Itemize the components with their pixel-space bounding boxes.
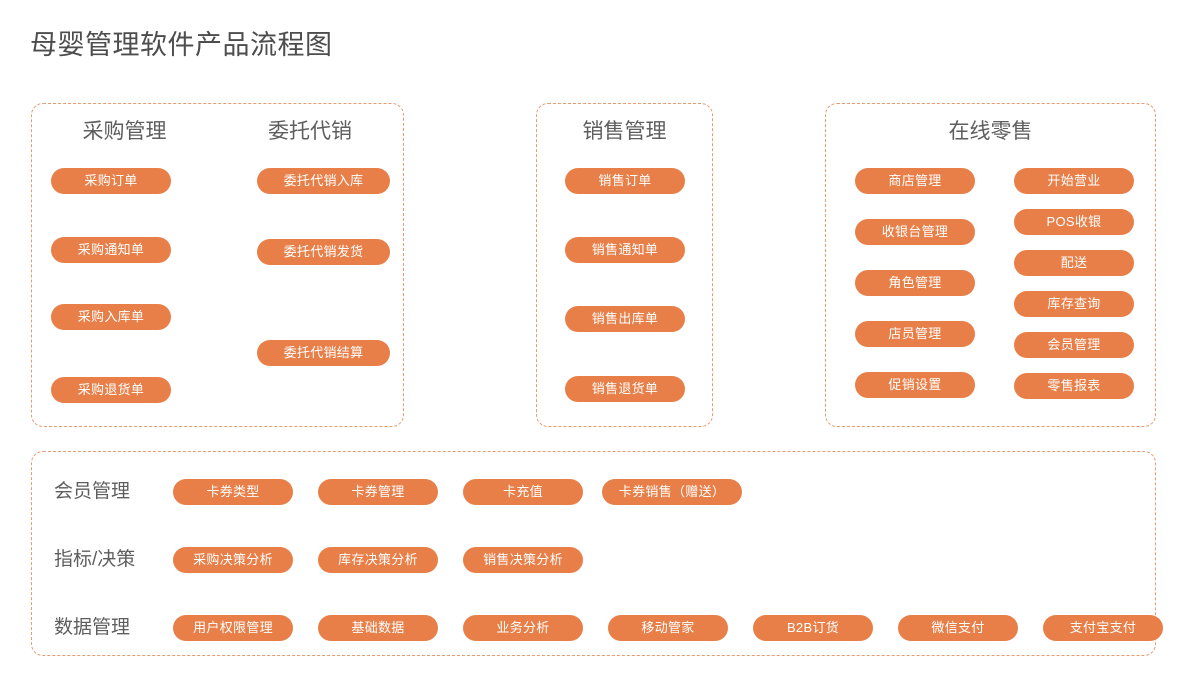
pill-sales-outbound[interactable]: 销售出库单 [565, 306, 685, 332]
pill-purchase-decision-analysis[interactable]: 采购决策分析 [173, 547, 293, 573]
pill-purchase-order[interactable]: 采购订单 [51, 168, 171, 194]
pill-member-management-retail[interactable]: 会员管理 [1014, 332, 1134, 358]
platform-panel: 会员管理 卡券类型 卡券管理 卡充值 卡券销售（赠送） 指标/决策 采购决策分析… [31, 451, 1163, 656]
row-label-member-management: 会员管理 [54, 481, 131, 502]
column-header-sales: 销售管理 [582, 120, 667, 143]
pill-sales-notice[interactable]: 销售通知单 [565, 237, 685, 263]
pill-role-management[interactable]: 角色管理 [855, 270, 975, 296]
sales-panel: 销售管理 销售订单 销售通知单 销售出库单 销售退货单 [536, 103, 713, 427]
row-label-data-management: 数据管理 [54, 617, 131, 638]
page-title: 母婴管理软件产品流程图 [30, 30, 333, 60]
pill-business-analysis[interactable]: 业务分析 [463, 615, 583, 641]
pill-b2b-ordering[interactable]: B2B订货 [753, 615, 873, 641]
pill-card-sale-gift[interactable]: 卡券销售（赠送） [602, 479, 742, 505]
pill-retail-report[interactable]: 零售报表 [1014, 373, 1134, 399]
pill-purchase-return[interactable]: 采购退货单 [51, 377, 171, 403]
pill-consignment-settlement[interactable]: 委托代销结算 [257, 340, 390, 366]
pill-user-permission-management[interactable]: 用户权限管理 [173, 615, 293, 641]
pill-promotion-settings[interactable]: 促销设置 [855, 372, 975, 398]
pill-basic-data[interactable]: 基础数据 [318, 615, 438, 641]
column-header-online-retail: 在线零售 [948, 120, 1033, 143]
pill-store-management[interactable]: 商店管理 [855, 168, 975, 194]
pill-card-management[interactable]: 卡券管理 [318, 479, 438, 505]
pill-delivery[interactable]: 配送 [1014, 250, 1134, 276]
pill-wechat-pay[interactable]: 微信支付 [898, 615, 1018, 641]
pill-alipay-pay[interactable]: 支付宝支付 [1043, 615, 1163, 641]
pill-sales-return[interactable]: 销售退货单 [565, 376, 685, 402]
purchasing-panel: 采购管理 委托代销 采购订单 采购通知单 采购入库单 采购退货单 委托代销入库 … [31, 103, 404, 427]
pill-purchase-inbound[interactable]: 采购入库单 [51, 304, 171, 330]
pill-sales-decision-analysis[interactable]: 销售决策分析 [463, 547, 583, 573]
pill-pos-checkout[interactable]: POS收银 [1014, 209, 1134, 235]
pill-card-type[interactable]: 卡券类型 [173, 479, 293, 505]
pill-clerk-management[interactable]: 店员管理 [855, 321, 975, 347]
pill-consignment-inbound[interactable]: 委托代销入库 [257, 168, 390, 194]
column-header-consignment: 委托代销 [268, 120, 352, 143]
pill-mobile-steward[interactable]: 移动管家 [608, 615, 728, 641]
row-label-metrics-decision: 指标/决策 [54, 549, 136, 570]
pill-card-recharge[interactable]: 卡充值 [463, 479, 583, 505]
column-header-purchasing: 采购管理 [82, 120, 167, 143]
pill-inventory-decision-analysis[interactable]: 库存决策分析 [318, 547, 438, 573]
pill-sales-order[interactable]: 销售订单 [565, 168, 685, 194]
retail-panel: 在线零售 商店管理 收银台管理 角色管理 店员管理 促销设置 开始营业 POS收… [825, 103, 1156, 427]
pill-cashier-desk-management[interactable]: 收银台管理 [855, 219, 975, 245]
pill-start-business[interactable]: 开始营业 [1014, 168, 1134, 194]
pill-consignment-shipment[interactable]: 委托代销发货 [257, 239, 390, 265]
pill-purchase-notice[interactable]: 采购通知单 [51, 237, 171, 263]
pill-inventory-query[interactable]: 库存查询 [1014, 291, 1134, 317]
